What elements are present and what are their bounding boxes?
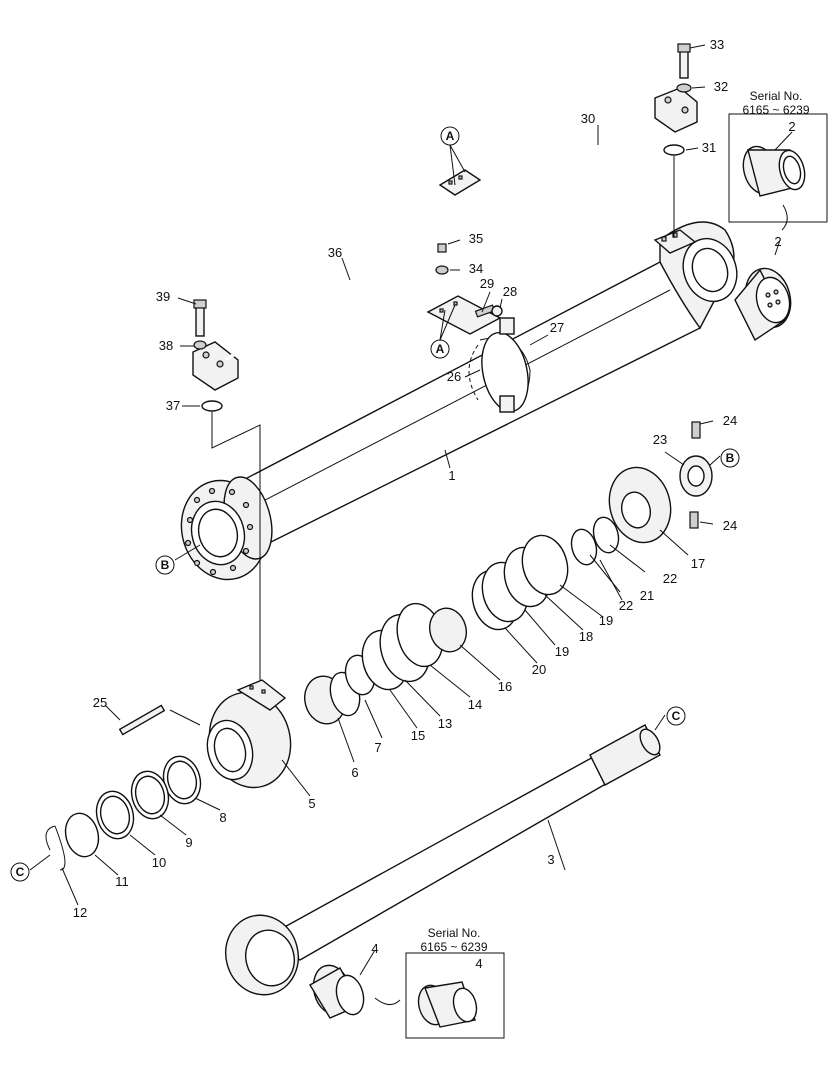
callout-3: 3 (547, 852, 554, 867)
callout-6: 6 (351, 765, 358, 780)
callout-37: 37 (166, 398, 180, 413)
callout-26: 26 (447, 369, 461, 384)
callout-5: 5 (308, 796, 315, 811)
callout-15: 15 (411, 728, 425, 743)
leader-lines (29, 44, 793, 976)
callout-22-upper: 22 (663, 571, 677, 586)
callout-25: 25 (93, 695, 107, 710)
callout-30: 30 (581, 111, 595, 126)
rear-bushing (734, 267, 792, 342)
callout-7: 7 (374, 740, 381, 755)
serial-box-bottom: Serial No. 6165 ~ 6239 (374, 926, 505, 1039)
callout-38: 38 (159, 338, 173, 353)
cylinder-tube (180, 221, 738, 581)
callout-39: 39 (156, 289, 170, 304)
callout-24-lower: 24 (723, 518, 737, 533)
ref-marker-a-top: A (446, 129, 455, 143)
callout-19-upper: 19 (599, 613, 613, 628)
serial-range-bottom: 6165 ~ 6239 (420, 940, 487, 954)
callout-2-serial: 2 (788, 119, 795, 134)
callout-21: 21 (640, 588, 654, 603)
callout-23: 23 (653, 432, 667, 447)
callout-35: 35 (469, 231, 483, 246)
callout-12: 12 (73, 905, 87, 920)
callout-1: 1 (448, 468, 455, 483)
callout-19-lower: 19 (555, 644, 569, 659)
callout-4-serial: 4 (475, 956, 482, 971)
serial-range-top: 6165 ~ 6239 (742, 103, 809, 117)
callout-4: 4 (371, 941, 378, 956)
callout-34: 34 (469, 261, 483, 276)
callout-17: 17 (691, 556, 705, 571)
callout-8: 8 (219, 810, 226, 825)
pipe-lines (224, 87, 698, 362)
callout-10: 10 (152, 855, 166, 870)
callout-22-lower: 22 (619, 598, 633, 613)
callout-33: 33 (710, 37, 724, 52)
callout-16: 16 (498, 679, 512, 694)
callout-numbers: 1 2 2 3 4 4 5 6 7 8 9 10 11 12 13 14 15 … (73, 37, 796, 971)
callout-31: 31 (702, 140, 716, 155)
callout-14: 14 (468, 697, 482, 712)
ref-marker-a-bracket: A (436, 342, 445, 356)
serial-title-bottom: Serial No. (428, 926, 481, 940)
reference-markers: A A B B C C (10, 126, 740, 882)
callout-36: 36 (328, 245, 342, 260)
serial-title-top: Serial No. (750, 89, 803, 103)
callout-13: 13 (438, 716, 452, 731)
piston-rod (225, 724, 661, 1019)
callout-2: 2 (774, 234, 781, 249)
bolts-and-orings (193, 43, 692, 690)
callout-29: 29 (480, 276, 494, 291)
ref-marker-b-nut: B (726, 451, 735, 465)
callout-32: 32 (714, 79, 728, 94)
support-bracket (426, 243, 531, 413)
ref-marker-b-flange: B (161, 558, 170, 572)
ref-marker-c-rod: C (672, 709, 681, 723)
callout-24-upper: 24 (723, 413, 737, 428)
seal-rings (45, 421, 713, 871)
callout-11: 11 (115, 874, 129, 889)
callout-28: 28 (503, 284, 517, 299)
ref-marker-c-snapring: C (16, 865, 25, 879)
callout-18: 18 (579, 629, 593, 644)
callout-27: 27 (550, 320, 564, 335)
callout-9: 9 (185, 835, 192, 850)
callout-20: 20 (532, 662, 546, 677)
serial-box-top: Serial No. 6165 ~ 6239 (728, 89, 828, 231)
